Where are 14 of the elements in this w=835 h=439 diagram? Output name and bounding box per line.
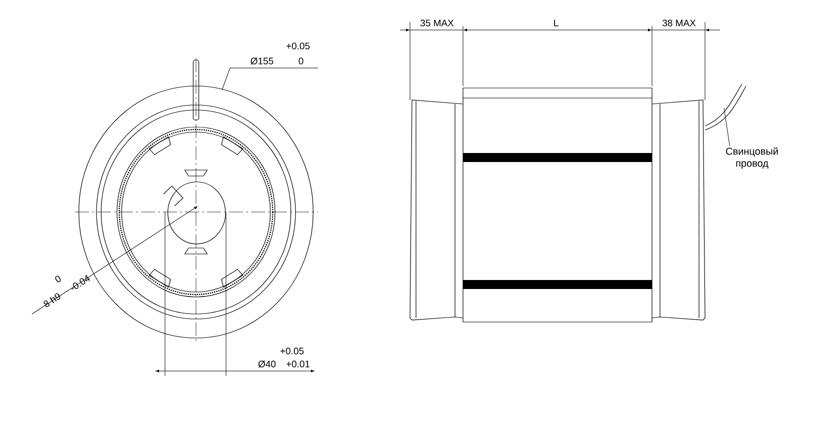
dimension-text: 0	[55, 276, 61, 282]
dimension-text: Ø40	[258, 360, 276, 368]
dimension-text: 38 MAX	[662, 20, 696, 26]
lead-wire-drawing	[704, 84, 746, 130]
dimension-text: L	[554, 20, 558, 26]
dimension-text: 35 MAX	[420, 20, 454, 26]
dimension-text: 0	[298, 58, 304, 64]
dimension-text: -0.04	[71, 275, 90, 290]
dimension-text: +0.05	[280, 348, 304, 354]
dimension-text: 8 h9	[44, 293, 60, 308]
dimension-text: Ø155	[250, 57, 274, 65]
dimension-text: +0.01	[286, 360, 310, 368]
callout-label: Свинцовый провод	[726, 147, 778, 169]
dimension-text: +0.05	[286, 42, 310, 50]
